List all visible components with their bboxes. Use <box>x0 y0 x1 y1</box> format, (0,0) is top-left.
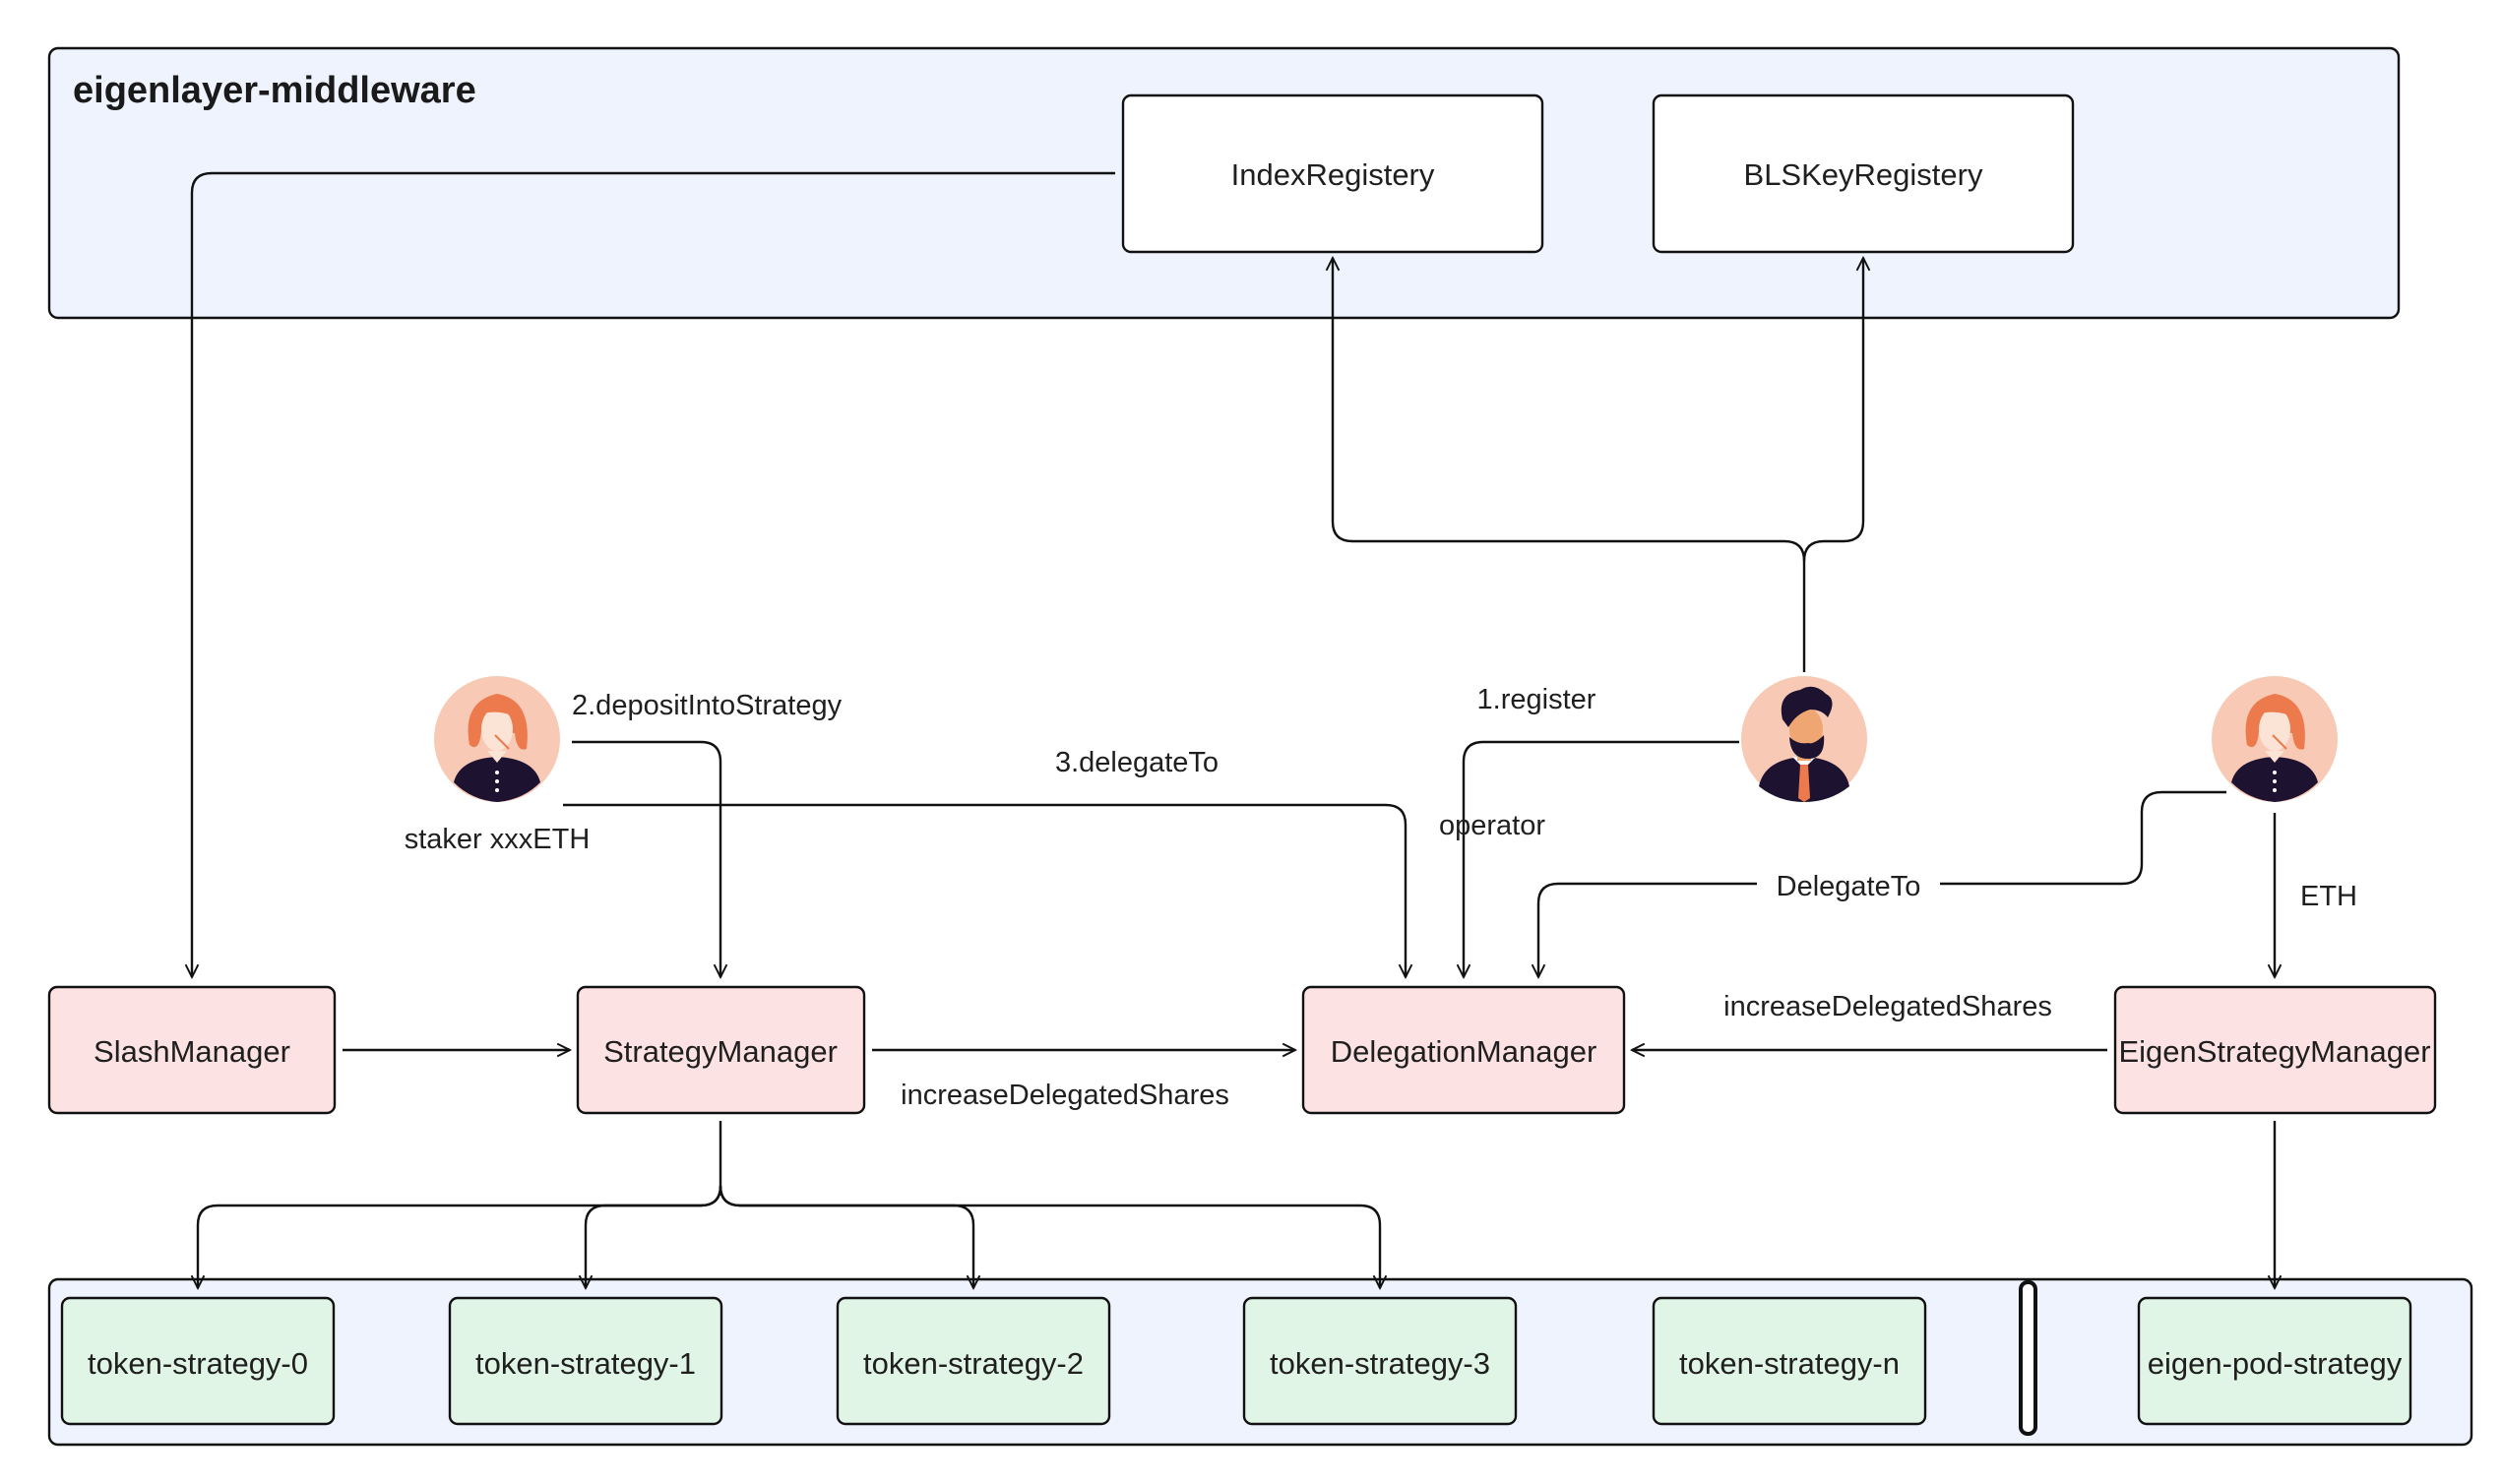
eigen-strategy-manager-label: EigenStrategyManager <box>2118 1034 2430 1069</box>
delegate-to-label: DelegateTo <box>1777 871 1921 902</box>
index-registry-label: IndexRegistery <box>1231 157 1435 192</box>
delegation-manager-label: DelegationManager <box>1331 1034 1597 1069</box>
increase-shares-left-label: increaseDelegatedShares <box>901 1080 1229 1111</box>
middleware-group-title: eigenlayer-middleware <box>73 70 476 111</box>
strategy-label: token-strategy-3 <box>1270 1346 1490 1381</box>
strategy-label: token-strategy-0 <box>88 1346 308 1381</box>
strategy-label: token-strategy-n <box>1679 1346 1900 1381</box>
strategy-box[interactable]: token-strategy-3 <box>1242 1296 1518 1426</box>
deposit-into-strategy-label: 2.depositIntoStrategy <box>572 690 843 721</box>
eigen-pod-strategy-box[interactable]: eigen-pod-strategy <box>2137 1296 2412 1426</box>
index-registry-to-slash-manager-arrow <box>192 171 1115 977</box>
delegation-manager-box[interactable]: DelegationManager <box>1301 985 1626 1115</box>
register-label: 1.register <box>1477 684 1596 715</box>
strategy-box[interactable]: token-strategy-2 <box>836 1296 1111 1426</box>
operator-label: operator <box>1439 810 1545 841</box>
slash-manager-box[interactable]: SlashManager <box>47 985 337 1115</box>
eigen-pod-strategy-label: eigen-pod-strategy <box>2148 1346 2403 1381</box>
delegate-to-label-bg <box>1757 862 1940 905</box>
separator-bar <box>2019 1280 2037 1436</box>
strategy-box[interactable]: token-strategy-0 <box>60 1296 336 1426</box>
staker-to-delegation-manager-arrow <box>563 803 1406 977</box>
eigen-strategy-manager-box[interactable]: EigenStrategyManager <box>2113 985 2437 1115</box>
eth-label: ETH <box>2300 881 2357 912</box>
strategy-label: token-strategy-2 <box>863 1346 1084 1381</box>
strategy-manager-to-token-strategy-2-arrow <box>719 1185 973 1288</box>
slash-manager-label: SlashManager <box>94 1034 290 1069</box>
bls-key-registry-label: BLSKeyRegistery <box>1744 157 1983 192</box>
bls-key-registry-box[interactable]: BLSKeyRegistery <box>1652 93 2075 254</box>
strategy-manager-box[interactable]: StrategyManager <box>576 985 866 1115</box>
operator-to-delegation-manager-arrow <box>1464 740 1739 977</box>
staker-avatar-icon <box>434 676 560 802</box>
strategy-manager-to-token-strategy-3-arrow <box>719 1185 1380 1288</box>
staker-label: staker xxxETH <box>405 824 591 855</box>
strategy-manager-to-token-strategy-1-arrow <box>586 1185 722 1288</box>
index-registry-box[interactable]: IndexRegistery <box>1121 93 1544 254</box>
strategy-box[interactable]: token-strategy-1 <box>448 1296 723 1426</box>
operator-avatar-icon <box>1741 676 1867 802</box>
operator-to-bls-registry-arrow <box>1802 258 1863 562</box>
eigen-staker-avatar-icon <box>2212 676 2338 802</box>
eigen-staker-to-delegation-manager-arrow <box>1538 790 2226 977</box>
strategy-label: token-strategy-1 <box>475 1346 696 1381</box>
strategy-manager-label: StrategyManager <box>603 1034 838 1069</box>
increase-shares-right-label: increaseDelegatedShares <box>1723 991 2052 1022</box>
staker-to-strategy-manager-arrow <box>572 740 720 977</box>
delegate-to-step-label: 3.delegateTo <box>1055 747 1219 778</box>
operator-to-index-registry-arrow <box>1333 258 1806 672</box>
strategy-box[interactable]: token-strategy-n <box>1652 1296 1927 1426</box>
